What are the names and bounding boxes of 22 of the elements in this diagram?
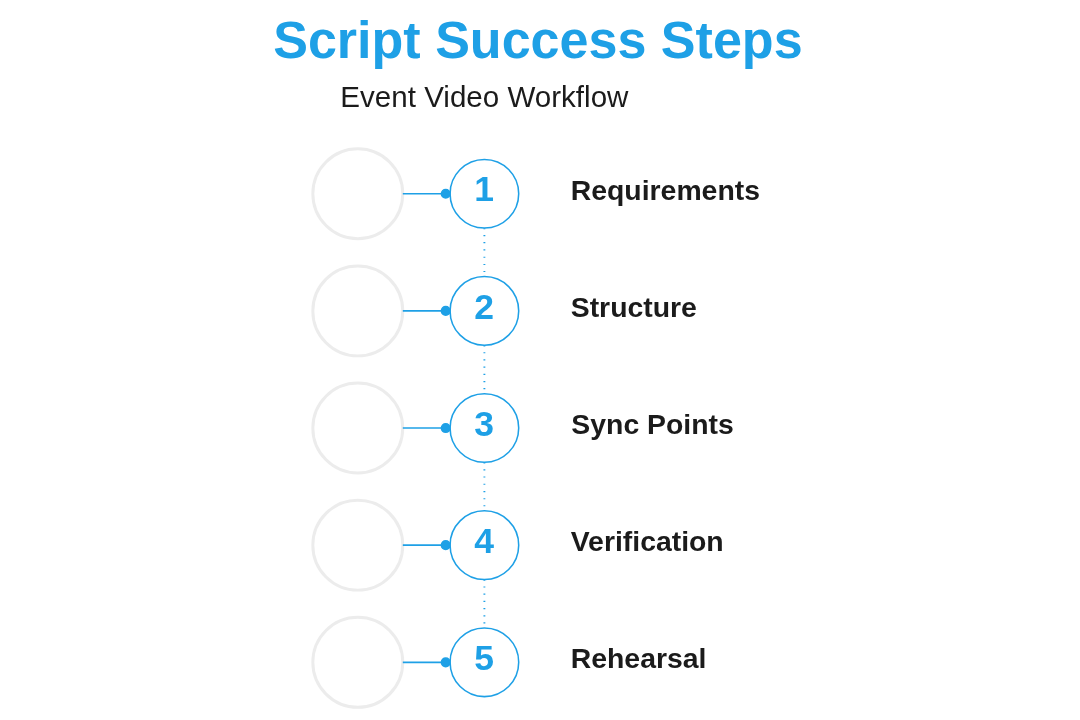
- node-label: Rehearsal: [570, 642, 707, 675]
- node-circle: [311, 381, 405, 475]
- connector: [401, 657, 451, 668]
- node-circle: 1: [449, 158, 520, 229]
- label: Event Video Workflow: [340, 80, 629, 114]
- connector: [401, 422, 451, 434]
- connector: [401, 188, 451, 199]
- diagram-title: Script Success Steps: [273, 10, 803, 69]
- node-label: Verification: [570, 525, 724, 558]
- connector: [401, 305, 451, 316]
- node-label: Requirements: [570, 173, 760, 206]
- node-label: Sync Points: [571, 408, 734, 441]
- node-circle: 4: [449, 510, 520, 581]
- node-label: Structure: [570, 291, 697, 324]
- node-circle: [311, 498, 405, 592]
- connector: [401, 540, 451, 551]
- node-circle: [311, 615, 405, 709]
- node-circle: 2: [449, 275, 520, 346]
- node-circle: [311, 147, 405, 241]
- node-circle: [311, 264, 405, 358]
- node-circle: 3: [449, 392, 520, 464]
- node-circle: 5: [449, 627, 520, 698]
